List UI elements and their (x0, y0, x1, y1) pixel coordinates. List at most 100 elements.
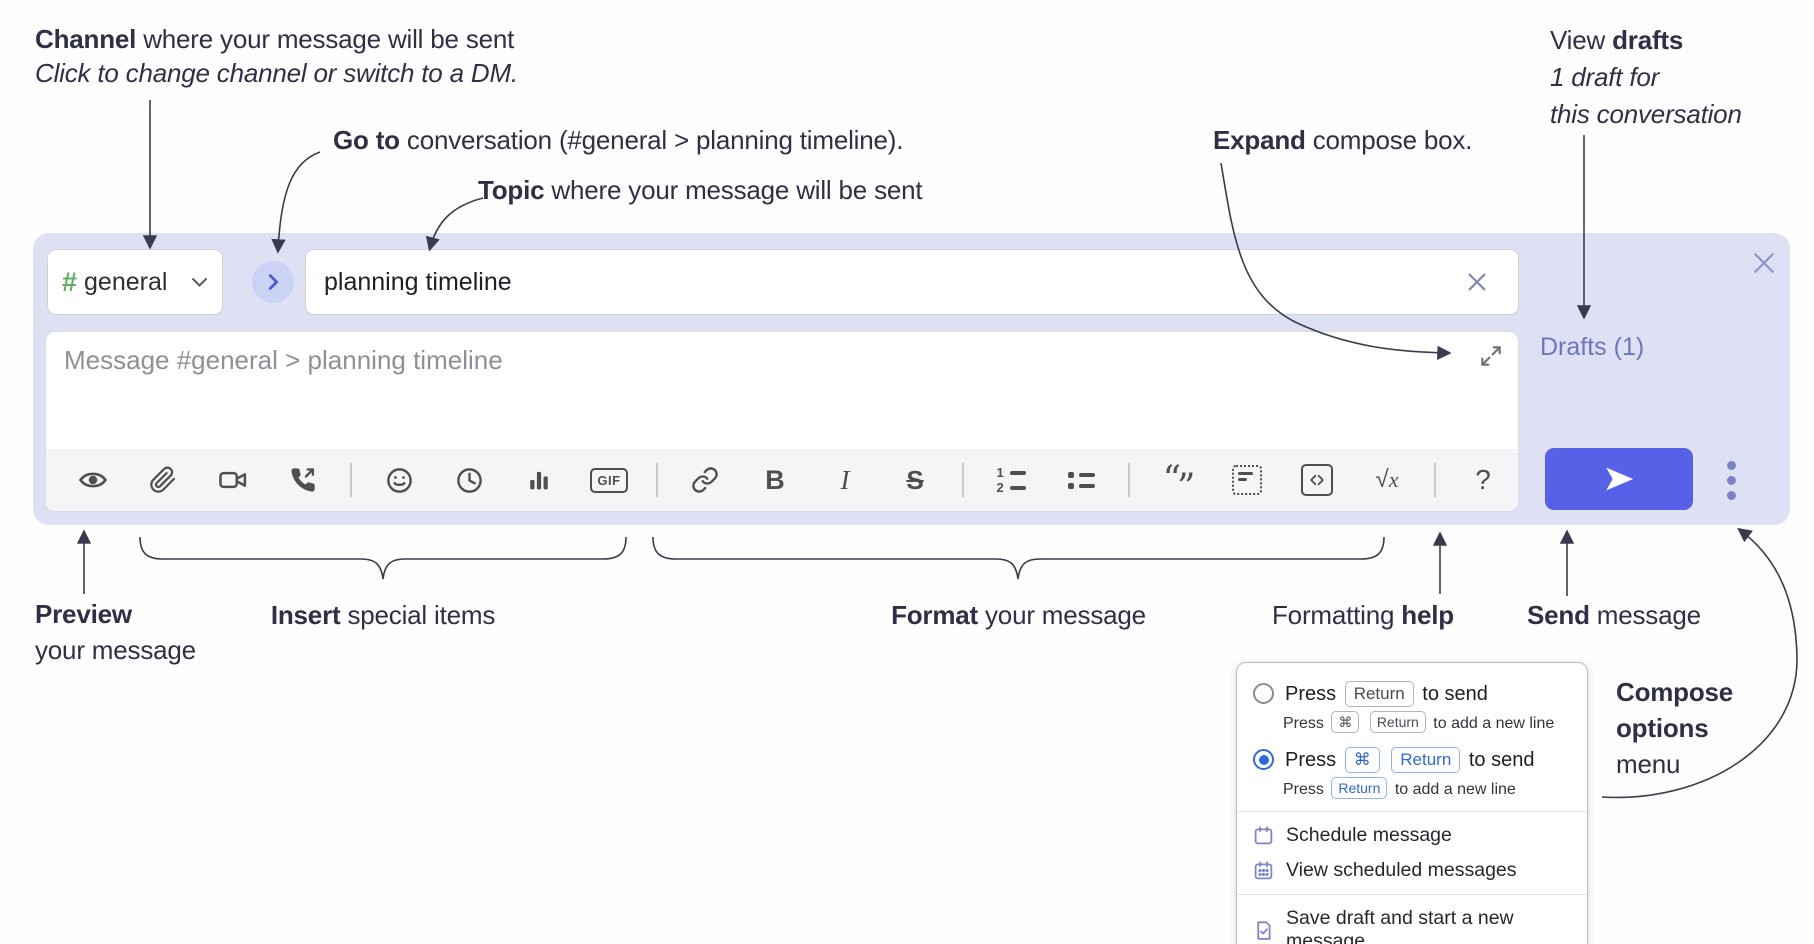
annotation-drafts: View drafts 1 draft for this conversatio… (1550, 22, 1742, 133)
link-button[interactable] (674, 457, 736, 503)
help-icon: ? (1475, 464, 1491, 495)
annotation-topic-rest: where your message will be sent (544, 175, 923, 205)
annotation-insert-rest: special items (340, 600, 496, 630)
bulleted-list-button[interactable] (1050, 457, 1112, 503)
annotation-formatting-help: Formatting help (1272, 598, 1454, 632)
poll-button[interactable] (508, 457, 570, 503)
compose-box: # general Message #general > planning ti… (33, 233, 1790, 525)
quote-open: “ (1162, 459, 1182, 500)
bulleted-list-icon (1067, 471, 1095, 489)
annotation-channel-sub: Click to change channel or switch to a D… (35, 58, 518, 88)
to-send-label: to send (1422, 683, 1488, 705)
annotation-channel-bold: Channel (35, 24, 137, 54)
menu-item-schedule-message[interactable]: Schedule message (1253, 818, 1571, 853)
radio-selected-icon[interactable] (1253, 749, 1274, 770)
dot (1726, 490, 1736, 500)
cmd-key: ⌘ (1331, 711, 1360, 733)
to-add-new-line-label: to add a new line (1394, 781, 1516, 798)
press-label: Press (1285, 683, 1337, 705)
return-key: Return (1369, 711, 1426, 733)
close-compose-button[interactable] (1747, 246, 1781, 280)
chevron-right-icon (268, 274, 279, 290)
menu-option-enter-to-send[interactable]: Press Return to send (1253, 679, 1571, 709)
annotation-compose-line2: options (1616, 713, 1709, 743)
annotation-compose-line3: menu (1616, 749, 1681, 779)
bold-button[interactable]: B (744, 457, 806, 503)
channel-selector[interactable]: # general (47, 249, 223, 315)
menu-item-save-draft[interactable]: Save draft and start a new message (1253, 901, 1571, 944)
annotation-drafts-line3: this conversation (1550, 99, 1742, 129)
global-time-button[interactable] (438, 457, 500, 503)
annotation-insert: Insert special items (140, 598, 626, 632)
send-button[interactable] (1545, 448, 1693, 510)
calendar-dots-icon (1254, 861, 1273, 880)
radio-unselected-icon[interactable] (1253, 683, 1274, 704)
annotation-drafts-bold: drafts (1612, 25, 1684, 55)
italic-icon: I (840, 464, 850, 495)
message-input[interactable]: Message #general > planning timeline (64, 345, 503, 375)
annotation-expand-rest: compose box. (1305, 125, 1473, 155)
code-button[interactable] (1286, 457, 1348, 503)
chevron-down-icon (192, 277, 207, 287)
toolbar-divider (962, 463, 964, 497)
math-button[interactable]: √x (1356, 457, 1418, 503)
video-call-button[interactable] (202, 457, 264, 503)
annotation-expand-bold: Expand (1213, 125, 1306, 155)
audio-call-button[interactable] (272, 457, 334, 503)
strikethrough-icon: S (906, 464, 924, 495)
annotation-help-pre: Formatting (1272, 600, 1402, 630)
preview-button[interactable] (62, 457, 124, 503)
annotation-expand: Expand compose box. (1213, 123, 1472, 157)
annotation-send-bold: Send (1527, 600, 1590, 630)
annotation-compose-line1: Compose (1616, 677, 1734, 707)
code-icon (1301, 464, 1333, 496)
return-key: Return (1391, 747, 1461, 773)
annotation-topic-bold: Topic (478, 175, 545, 205)
to-add-new-line-label: to add a new line (1433, 715, 1555, 732)
spoiler-button[interactable] (1216, 457, 1278, 503)
menu-item-label: Schedule message (1286, 824, 1452, 846)
to-send-label: to send (1468, 749, 1535, 771)
menu-option-enter-sub: Press ⌘ Return to add a new line (1283, 711, 1571, 737)
topic-input[interactable] (305, 249, 1519, 315)
attach-file-button[interactable] (132, 457, 194, 503)
close-icon (1468, 273, 1486, 291)
strikethrough-button[interactable]: S (884, 457, 946, 503)
annotation-goto-rest: conversation (#general > planning timeli… (399, 125, 904, 155)
send-icon (1606, 467, 1634, 491)
menu-option-cmd-enter-to-send[interactable]: Press ⌘ Return to send (1253, 745, 1571, 775)
emoji-button[interactable] (368, 457, 430, 503)
quote-close: ” (1177, 467, 1196, 508)
menu-item-view-scheduled-messages[interactable]: View scheduled messages (1253, 853, 1571, 888)
close-icon (1753, 252, 1775, 274)
compose-options-menu-button[interactable] (1709, 454, 1753, 506)
annotation-preview-line2: your message (35, 635, 196, 665)
expand-compose-icon[interactable] (1478, 343, 1504, 369)
channel-name: general (84, 267, 168, 296)
annotation-format-bold: Format (891, 600, 978, 630)
gif-button[interactable]: GIF (578, 457, 640, 503)
annotation-goto-bold: Go to (333, 125, 400, 155)
annotation-channel: Channel where your message will be sent (35, 22, 514, 56)
annotation-insert-bold: Insert (270, 600, 341, 630)
gif-icon: GIF (590, 467, 628, 493)
annotation-preview-bold: Preview (35, 599, 132, 629)
annotation-format-rest: your message (977, 600, 1146, 630)
go-to-conversation-button[interactable] (252, 261, 294, 303)
italic-button[interactable]: I (814, 457, 876, 503)
toolbar-divider (350, 463, 352, 497)
annotation-send: Send message (1527, 598, 1701, 632)
menu-option-cmd-enter-sub: Press Return to add a new line (1283, 777, 1571, 803)
drafts-link[interactable]: Drafts (1) (1540, 333, 1645, 361)
math-icon: √x (1375, 466, 1399, 493)
message-formatting-help-button[interactable]: ? (1452, 457, 1514, 503)
dot (1726, 460, 1736, 470)
bold-icon: B (765, 464, 785, 495)
quote-button[interactable]: “” (1146, 457, 1208, 508)
topic-clear-button[interactable] (1461, 266, 1493, 298)
return-key: Return (1331, 777, 1388, 799)
